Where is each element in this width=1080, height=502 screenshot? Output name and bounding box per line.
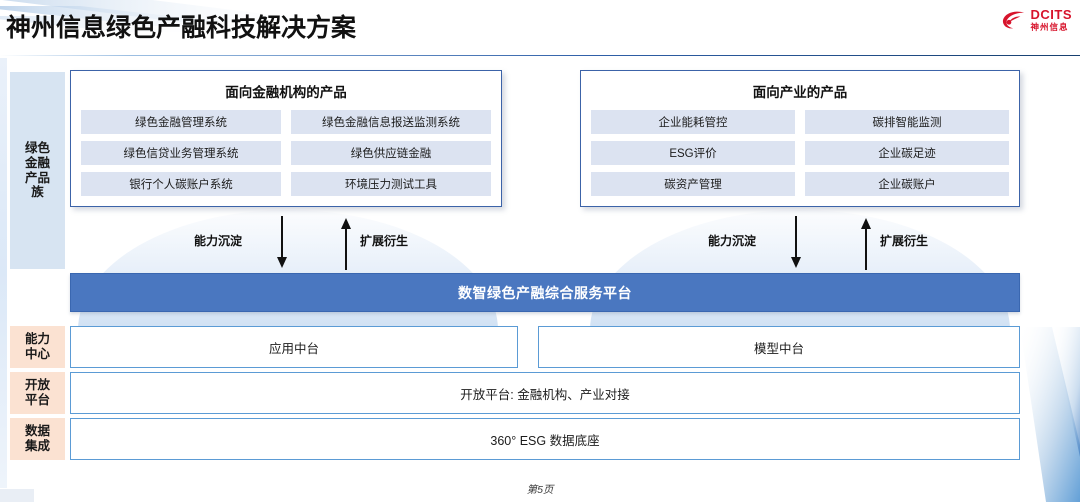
sidebar-label-line: 平台 <box>24 393 50 407</box>
product-chip-grid: 绿色金融管理系统 绿色金融信息报送监测系统 绿色信贷业务管理系统 绿色供应链金融… <box>81 110 491 196</box>
footer-corner-decoration <box>0 489 34 502</box>
page-number: 第5页 <box>526 484 554 496</box>
arrow-down-icon-right <box>791 216 801 268</box>
sidebar-label-line: 族 <box>31 185 44 200</box>
logo-text-cn: 神州信息 <box>1030 22 1069 32</box>
left-edge-decoration <box>0 58 7 488</box>
layer-box-application-middle-platform[interactable]: 应用中台 <box>70 326 518 368</box>
sidebar-label-line: 产品 <box>24 170 50 185</box>
product-chip[interactable]: 碳排智能监测 <box>805 110 1009 134</box>
sidebar-label-line: 能力 <box>24 332 50 347</box>
sidebar-label-line: 绿色 <box>24 141 50 155</box>
header-divider <box>0 55 1080 56</box>
panel-title: 面向金融机构的产品 <box>225 85 347 100</box>
logo-text-en: DCITS <box>1030 7 1072 22</box>
panel-title: 面向产业的产品 <box>752 85 848 100</box>
product-chip[interactable]: 企业碳账户 <box>805 172 1009 196</box>
header-streak-decoration <box>0 0 330 32</box>
dcits-logo: DCITS 神州信息 <box>1001 8 1073 32</box>
product-chip[interactable]: ESG评价 <box>591 141 795 165</box>
slide-header: 神州信息绿色产融科技解决方案 DCITS 神州信息 <box>0 0 1080 56</box>
panel-products-for-financial-institutions: 面向金融机构的产品 绿色金融管理系统 绿色金融信息报送监测系统 绿色信贷业务管理… <box>70 70 502 207</box>
product-chip[interactable]: 银行个人碳账户系统 <box>81 172 281 196</box>
product-chip[interactable]: 碳资产管理 <box>591 172 795 196</box>
sidebar-label-line: 金融 <box>24 155 50 170</box>
product-chip[interactable]: 绿色金融信息报送监测系统 <box>291 110 491 134</box>
sidebar-item-data-integration[interactable]: 数据 集成 <box>10 418 65 460</box>
page-title: 神州信息绿色产融科技解决方案 <box>6 14 357 42</box>
layer-box-open-platform[interactable]: 开放平台: 金融机构、产业对接 <box>70 372 1020 414</box>
product-chip[interactable]: 绿色信贷业务管理系统 <box>81 141 281 165</box>
layer-box-model-middle-platform[interactable]: 模型中台 <box>538 326 1020 368</box>
sidebar-label-line: 开放 <box>24 378 50 393</box>
sidebar-item-green-finance-product-family[interactable]: 绿色 金融 产品 族 <box>10 72 65 269</box>
product-chip-grid: 企业能耗管控 碳排智能监测 ESG评价 企业碳足迹 碳资产管理 企业碳账户 <box>591 110 1009 196</box>
flow-label-expansion-derivation-right: 扩展衍生 <box>880 234 929 248</box>
panel-products-for-industry: 面向产业的产品 企业能耗管控 碳排智能监测 ESG评价 企业碳足迹 碳资产管理 … <box>580 70 1020 207</box>
layer-box-data-foundation[interactable]: 360° ESG 数据底座 <box>70 418 1020 460</box>
platform-bar[interactable]: 数智绿色产融综合服务平台 <box>70 273 1020 312</box>
arrow-down-icon-left <box>277 216 287 268</box>
product-chip[interactable]: 绿色金融管理系统 <box>81 110 281 134</box>
product-chip[interactable]: 绿色供应链金融 <box>291 141 491 165</box>
corner-ribbon-decoration <box>1020 327 1080 502</box>
product-chip[interactable]: 企业碳足迹 <box>805 141 1009 165</box>
sidebar-label-line: 数据 <box>24 424 50 439</box>
swoosh-icon <box>1002 11 1024 29</box>
flow-label-capability-precipitation-left: 能力沉淀 <box>194 234 243 248</box>
product-chip[interactable]: 环境压力测试工具 <box>291 172 491 196</box>
sidebar-item-open-platform[interactable]: 开放 平台 <box>10 372 65 414</box>
platform-label: 数智绿色产融综合服务平台 <box>458 284 632 301</box>
flow-label-expansion-derivation-left: 扩展衍生 <box>360 234 409 248</box>
product-chip[interactable]: 企业能耗管控 <box>591 110 795 134</box>
arrow-up-icon-right <box>861 218 871 270</box>
sidebar-item-capability-center[interactable]: 能力 中心 <box>10 326 65 368</box>
arrow-up-icon-left <box>341 218 351 270</box>
flow-label-capability-precipitation-right: 能力沉淀 <box>708 234 757 248</box>
sidebar-label-line: 集成 <box>24 439 50 453</box>
sidebar-label-line: 中心 <box>24 347 50 361</box>
